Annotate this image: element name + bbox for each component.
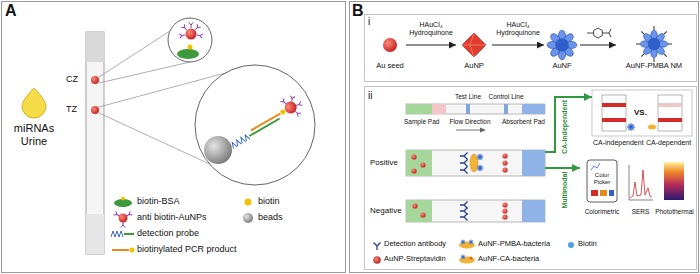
mode-label: CA-dependent: [646, 139, 691, 147]
arrow-label: CA-independent: [561, 100, 569, 154]
legend-text: anti biotin-AuNPs: [137, 212, 207, 222]
zone-label: CZ: [66, 74, 78, 84]
connector-arrow: [545, 167, 580, 169]
strip-part-label: Test Line: [450, 93, 486, 100]
aunf-pmba: AuNF-PMBA NM: [616, 22, 692, 76]
readout-label: SERS: [627, 208, 654, 215]
control-zone-zoom: [168, 18, 212, 62]
legend-icons-b: [374, 240, 575, 264]
connector-arrow: [406, 44, 456, 45]
positive-strip: Positive: [368, 138, 545, 186]
urine-drop: [22, 88, 46, 118]
photothermal-panel: Photothermal: [654, 158, 695, 226]
colorimetric-panel: Color PickerColorimetric: [580, 158, 624, 226]
test-zone-zoom: [195, 65, 315, 185]
legend-text: biotinylated PCR product: [137, 244, 237, 254]
result-label: Negative: [370, 206, 402, 215]
aunp: AuNP: [456, 30, 492, 76]
synthesis-box: i Au seed AuNP AuNF AuNF-PMBA NM: [364, 14, 697, 82]
legend-text: AuNF-CA-bacteria: [478, 255, 539, 264]
particle-label: Au seed: [374, 62, 406, 71]
particle-label: AuNF: [544, 62, 580, 71]
versus-label: VS.: [634, 108, 647, 117]
pmba-molecule: [587, 28, 611, 38]
app-label: Color Picker: [588, 172, 616, 186]
reagent-label: HAuCl₄ Hydroquinone: [408, 21, 454, 37]
legend-text: biotin: [258, 196, 280, 206]
positive-strip-drawing: [406, 150, 545, 176]
multimodal-drawings: [587, 160, 684, 202]
readout-label: Photothermal: [654, 208, 695, 215]
panel-letter: A: [5, 2, 17, 20]
result-label: Positive: [370, 158, 398, 167]
legend-text: Biotin: [578, 240, 597, 249]
urine-sample: miRNAs Urine: [4, 86, 64, 166]
particle-label: AuNF-PMBA NM: [616, 62, 692, 71]
aunf: AuNF: [544, 24, 580, 76]
test-strip: [86, 32, 104, 254]
strip-part-label: Flow Direction: [446, 118, 494, 125]
readout-label: Colorimetric: [580, 208, 624, 215]
legend-text: Detection antibody: [384, 240, 446, 249]
connector-arrow: [545, 97, 592, 152]
strip-part-label: Sample Pad: [404, 118, 439, 125]
mode-label: CA-independent: [593, 139, 644, 147]
sers-panel: SERS: [627, 158, 654, 226]
particle-label: AuNP: [456, 62, 492, 71]
legend-text: AuNP-Streptavidin: [384, 255, 446, 264]
legend-text: AuNF-PMBA-bacteria: [478, 240, 550, 249]
subpanel-numeral: ii: [368, 90, 372, 102]
strip-layout: Test LineControl LineSample Pad Flow Dire…: [400, 90, 545, 134]
zone-label: TZ: [66, 104, 77, 114]
sample-label: miRNAs Urine: [6, 122, 62, 147]
subpanel-numeral: i: [368, 16, 370, 28]
connector-arrow: [492, 44, 544, 45]
panel-letter: B: [352, 2, 364, 20]
negative-strip-drawing: [406, 200, 545, 222]
strip-part-label: Absorbent Pad: [498, 118, 545, 125]
ca-comparison-drawing: [592, 90, 692, 136]
legend-text: biotin-BSA: [137, 196, 180, 206]
lateral-flow-strip: CZ TZ: [66, 30, 108, 256]
arrow-label: Multimodal: [561, 172, 569, 209]
reagent-label: HAuCl₄ Hydroquinone: [495, 21, 541, 37]
strip-part-label: Control Line: [486, 93, 526, 100]
ca-comparison: CA-independent VS. CA-dependent: [592, 90, 692, 150]
legend-text: detection probe: [137, 228, 199, 238]
panel-b: Bi Au seed AuNP AuNF AuNF-PMBA NM ii Test Line…: [349, 1, 699, 273]
connector-arrow: [580, 44, 616, 45]
au-seed: Au seed: [374, 30, 406, 76]
legend-text: beads: [258, 212, 283, 222]
negative-strip: Negative: [368, 192, 545, 230]
